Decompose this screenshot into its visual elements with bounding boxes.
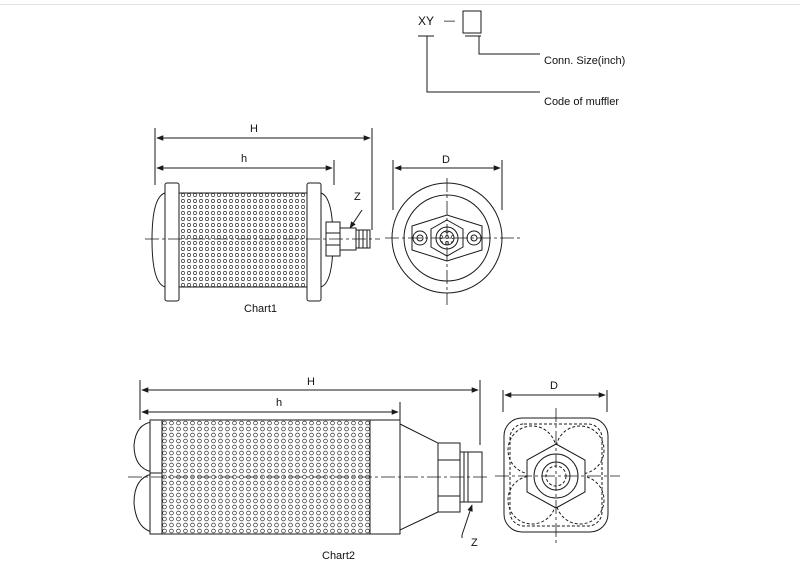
chart1-mesh-body <box>178 192 308 288</box>
code-dash: — <box>444 15 455 27</box>
code-legend <box>418 10 540 93</box>
chart1-dim-H-label: H <box>250 123 258 135</box>
chart2-left-cap-top <box>133 421 153 473</box>
chart2-dim-h-label: h <box>276 397 283 409</box>
chart2-dim-H-label: H <box>307 376 315 388</box>
code-of-muffler-label: Code of muffler <box>544 96 620 108</box>
chart1-side-view <box>145 128 380 302</box>
code-leader <box>426 36 540 93</box>
chart2-caption: Chart2 <box>322 550 356 562</box>
chart2-fitting <box>437 442 461 513</box>
chart2-left-cap-bottom <box>133 473 153 533</box>
chart1-dim-h-label: h <box>241 153 248 165</box>
code-prefix: XY <box>418 14 435 28</box>
chart1-dim-D-label: D <box>442 154 450 166</box>
chart1-caption: Chart1 <box>244 303 278 315</box>
chart2-end-view <box>495 390 620 545</box>
chart2-dim-D-label: D <box>550 380 558 392</box>
chart1-left-cap <box>151 192 167 288</box>
conn-size-box <box>462 10 482 34</box>
chart1-z-leader <box>349 209 363 229</box>
chart2-side-view <box>128 380 490 538</box>
conn-size-leader <box>478 36 540 55</box>
chart1-end-view <box>385 160 522 305</box>
chart1-dim-Z-label: Z <box>354 191 361 203</box>
chart2-z-leader <box>461 504 473 536</box>
chart2-dim-Z-label: Z <box>471 537 478 549</box>
top-border-line <box>0 4 800 5</box>
conn-size-label: Conn. Size(inch) <box>544 55 626 67</box>
